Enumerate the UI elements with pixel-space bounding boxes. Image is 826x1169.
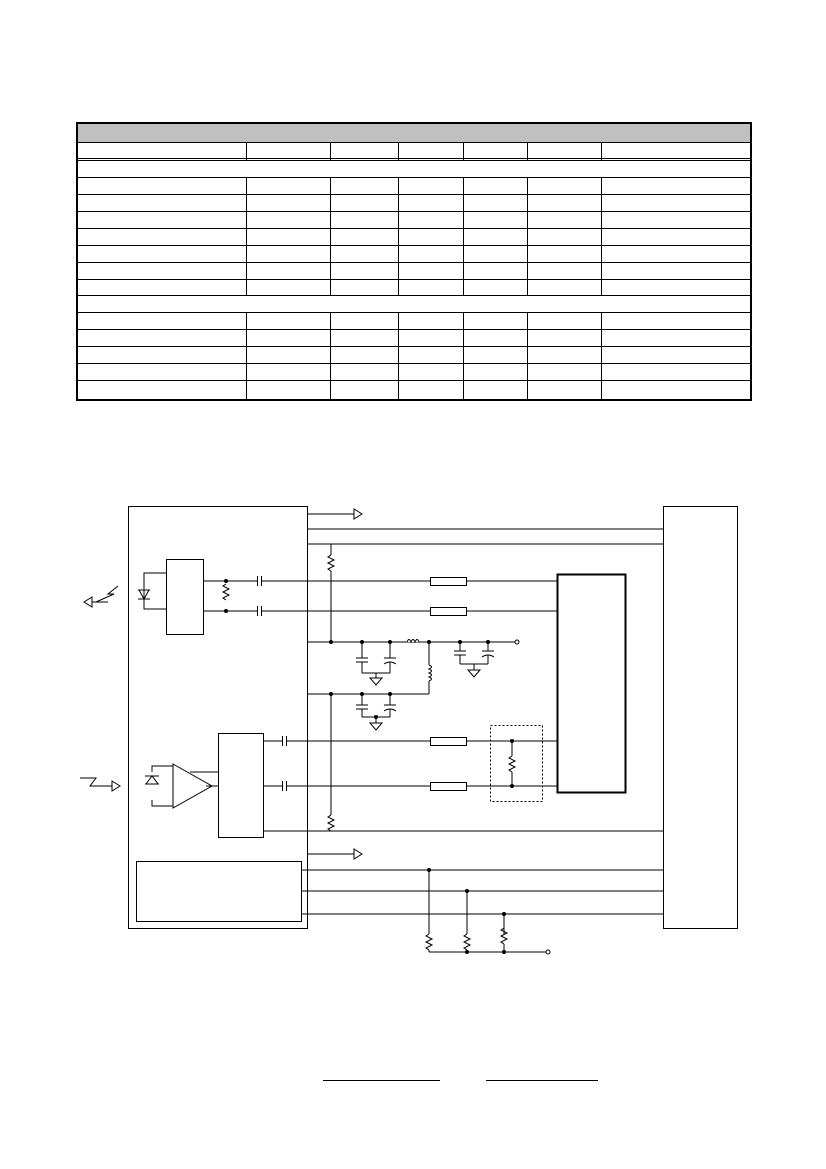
rx-limiting-amp	[218, 733, 264, 838]
circuit-schematic	[80, 506, 738, 955]
amplifier-icon	[172, 763, 214, 809]
transmit-arrow-icon	[95, 585, 119, 603]
photodiode-icon	[145, 775, 159, 785]
signature-area	[0, 1060, 826, 1100]
termination-resistor-icon	[507, 755, 517, 773]
serdes-ic	[556, 573, 627, 794]
table-title-bar	[78, 124, 750, 143]
series-resistor-icon	[430, 577, 467, 586]
table-grid	[78, 142, 750, 399]
receive-arrow-icon	[80, 777, 112, 787]
laser-driver	[166, 559, 204, 635]
signature-line-2	[486, 1080, 598, 1081]
host-connector	[663, 506, 738, 929]
signature-line-1	[323, 1080, 440, 1081]
resistor-icon	[326, 814, 336, 832]
laser-diode-icon	[138, 589, 150, 601]
ground-icon	[368, 677, 384, 686]
ground-icon	[368, 722, 384, 731]
pullup-resistor-icon	[462, 933, 472, 951]
resistor-icon	[326, 554, 336, 572]
pullup-resistor-icon	[499, 927, 509, 945]
receive-arrowhead-icon	[111, 780, 121, 792]
termination-boundary	[490, 725, 543, 802]
power-arrow-icon	[353, 508, 363, 520]
spec-table	[76, 122, 752, 401]
power-arrow-icon	[353, 848, 363, 860]
controller-block	[136, 861, 302, 922]
choke-icon	[427, 664, 432, 682]
inductor-icon	[406, 639, 420, 644]
pullup-resistor-icon	[424, 933, 434, 951]
transmit-arrowhead-icon	[83, 596, 93, 608]
ground-icon	[466, 669, 482, 678]
termination-resistor-icon	[221, 583, 231, 601]
transceiver-module	[128, 506, 308, 929]
